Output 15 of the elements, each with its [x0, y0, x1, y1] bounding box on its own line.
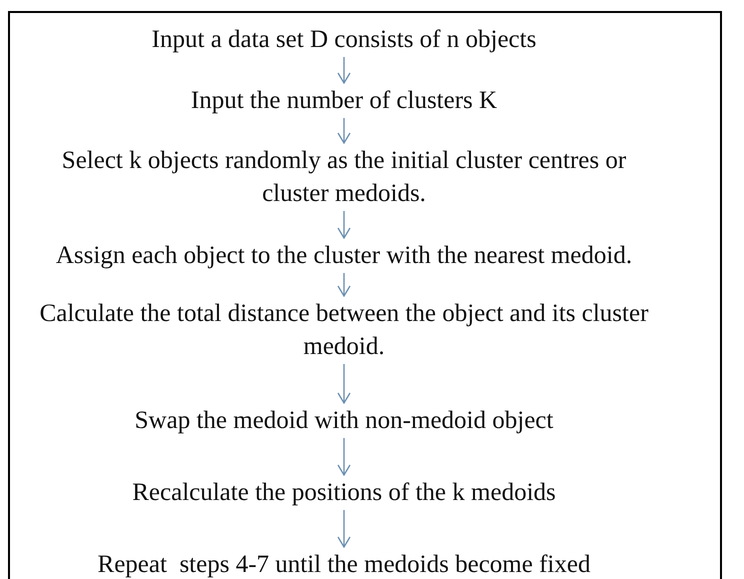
step-text: Input the number of clusters K	[190, 87, 498, 114]
step-text: Recalculate the positions of the k medoids	[132, 479, 556, 506]
step-text: Assign each object to the cluster with the nearest medoid.	[56, 242, 632, 269]
step-text: Swap the medoid with non-medoid object	[134, 407, 554, 434]
arrow	[337, 57, 351, 84]
arrow	[337, 118, 351, 144]
step-text: Input a data set D consists of n objects	[152, 26, 536, 53]
step-text: Repeat steps 4-7 until the medoids become fixed	[98, 551, 590, 578]
arrow	[337, 211, 351, 239]
arrow	[337, 364, 351, 404]
arrow	[337, 273, 351, 297]
step-text: Select k objects randomly as the initial cluster centres or cluster medoids.	[62, 147, 628, 207]
arrow	[337, 510, 351, 548]
step-text: Calculate the total distance between the object and its cluster medoid.	[40, 300, 650, 360]
arrow	[337, 438, 351, 476]
